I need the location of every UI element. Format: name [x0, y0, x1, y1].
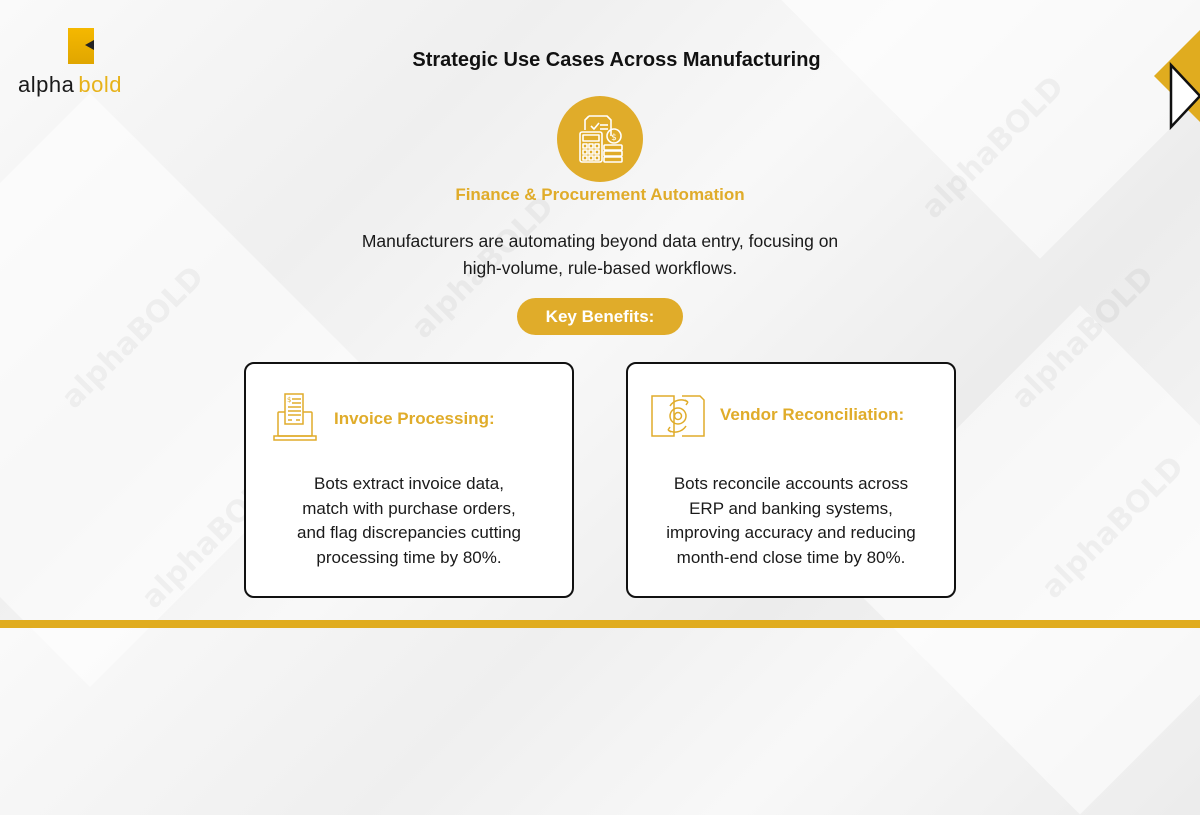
invoice-laptop-icon: $	[273, 393, 317, 441]
card-body-line: and flag discrepancies cutting	[297, 523, 521, 542]
key-benefits-badge: Key Benefits:	[517, 298, 683, 335]
card-title: Vendor Reconciliation:	[720, 405, 905, 424]
card-title: Invoice Processing:	[334, 409, 495, 428]
bottom-accent-bar	[0, 620, 1200, 628]
svg-text:$: $	[611, 133, 617, 143]
card-body: Bots reconcile accounts across ERP and b…	[628, 472, 954, 570]
vendor-reconciliation-card: Vendor Reconciliation: Bots reconcile ac…	[626, 362, 956, 598]
svg-text:$: $	[287, 396, 291, 404]
section-description: Manufacturers are automating beyond data…	[0, 228, 1200, 282]
card-body: Bots extract invoice data, match with pu…	[246, 472, 572, 570]
card-body-line: Bots reconcile accounts across	[673, 474, 909, 493]
card-body-line: match with purchase orders,	[302, 498, 516, 518]
card-body-line: ERP and banking systems,	[689, 498, 893, 518]
page-title: Strategic Use Cases Across Manufacturing	[412, 49, 821, 71]
gear-sync-documents-icon	[651, 395, 705, 437]
card-body-line: Bots extract invoice data,	[314, 474, 504, 493]
invoice-processing-card: $ Invoice Processing: Bots extract invoi…	[244, 362, 574, 598]
logo-text-light: alpha	[18, 72, 75, 97]
card-body-line: improving accuracy and reducing	[666, 523, 916, 542]
logo-text-bold: bold	[78, 72, 122, 97]
section-subtitle: Finance & Procurement Automation	[455, 185, 745, 204]
corner-play-triangle-icon	[1154, 30, 1200, 131]
description-line: Manufacturers are automating beyond data…	[361, 231, 839, 251]
logo-mark-icon	[68, 28, 94, 64]
card-body-line: month-end close time by 80%.	[676, 547, 906, 567]
finance-calculator-icon: $	[557, 96, 643, 182]
description-line: high-volume, rule-based workflows.	[462, 258, 738, 278]
card-body-line: processing time by 80%.	[316, 547, 502, 567]
